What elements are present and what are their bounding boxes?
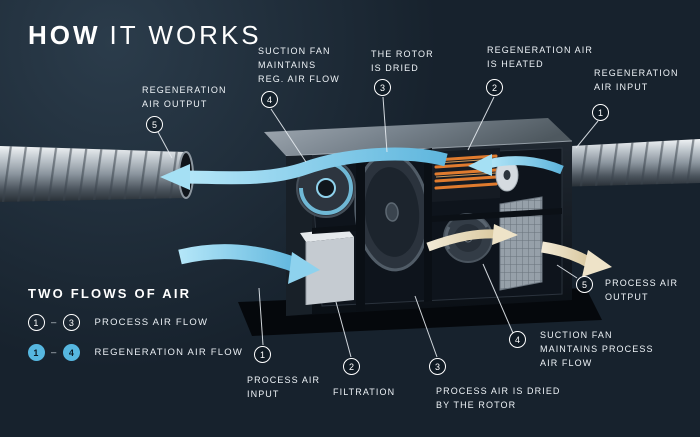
process-flow-in-arrow — [178, 244, 301, 274]
legend-dash: – — [51, 347, 58, 358]
regen-flow-in-arrow — [486, 156, 564, 175]
legend-badge-process-from: 1 — [28, 314, 45, 331]
legend-label-regeneration: REGENERATION AIR FLOW — [94, 347, 244, 358]
right-duct — [553, 139, 700, 187]
callout-label-suction-fan-process: SUCTION FAN MAINTAINS PROCESS AIR FLOW — [540, 330, 654, 368]
callout-badge-regen-input: 1 — [592, 104, 609, 121]
legend-badge-regen-to: 4 — [63, 344, 81, 361]
axial-fan — [495, 158, 519, 192]
callout-badge-rotor-dried: 3 — [374, 79, 391, 96]
left-duct — [0, 146, 194, 202]
rotor — [354, 152, 430, 272]
legend-row-process: 1 – 3 PROCESS AIR FLOW — [28, 314, 243, 331]
filter-grille — [499, 196, 543, 291]
callout-label-regen-output: REGENERATION AIR OUTPUT — [142, 85, 227, 109]
legend-badge-process-to: 3 — [63, 314, 81, 331]
legend-row-regeneration: 1 – 4 REGENERATION AIR FLOW — [28, 344, 243, 361]
legend-label-process: PROCESS AIR FLOW — [94, 317, 209, 328]
legend-title: TWO FLOWS OF AIR — [28, 286, 192, 301]
callout-label-regen-heated: REGENERATION AIR IS HEATED — [487, 45, 593, 69]
callout-badge-regen-heated: 2 — [486, 79, 503, 96]
callout-badge-suction-fan-reg: 4 — [261, 91, 278, 108]
page-title-light: IT WORKS — [109, 20, 262, 50]
regen-flow-out-arrow — [185, 147, 448, 185]
callout-label-process-input: PROCESS AIR INPUT — [247, 375, 321, 399]
callout-badge-suction-fan-process: 4 — [509, 331, 526, 348]
callout-badge-process-input: 1 — [254, 346, 271, 363]
legend-badge-regen-from: 1 — [28, 344, 45, 361]
callout-label-filtration: FILTRATION — [333, 387, 396, 397]
callout-label-rotor-dried: THE ROTOR IS DRIED — [371, 49, 434, 73]
legend-dash: – — [51, 317, 58, 328]
leader-lines — [157, 96, 599, 358]
callout-badge-process-dried: 3 — [429, 358, 446, 375]
callout-label-suction-fan-reg: SUCTION FAN MAINTAINS REG. AIR FLOW — [258, 46, 340, 84]
frame-members — [312, 148, 562, 311]
air-flow-arrows — [160, 147, 612, 284]
process-flow-dry-arrow — [426, 229, 499, 252]
page-title: HOW IT WORKS — [28, 20, 262, 51]
callout-badge-filtration: 2 — [343, 358, 360, 375]
callout-label-process-output: PROCESS AIR OUTPUT — [605, 278, 679, 302]
legend: TWO FLOWS OF AIR 1 – 3 PROCESS AIR FLOW … — [28, 286, 243, 361]
callout-label-process-dried: PROCESS AIR IS DRIED BY THE ROTOR — [436, 386, 561, 410]
callout-label-regen-input: REGENERATION AIR INPUT — [594, 68, 679, 92]
page-title-bold: HOW — [28, 20, 101, 50]
callout-badge-regen-output: 5 — [146, 116, 163, 133]
callout-badge-process-output: 5 — [576, 276, 593, 293]
